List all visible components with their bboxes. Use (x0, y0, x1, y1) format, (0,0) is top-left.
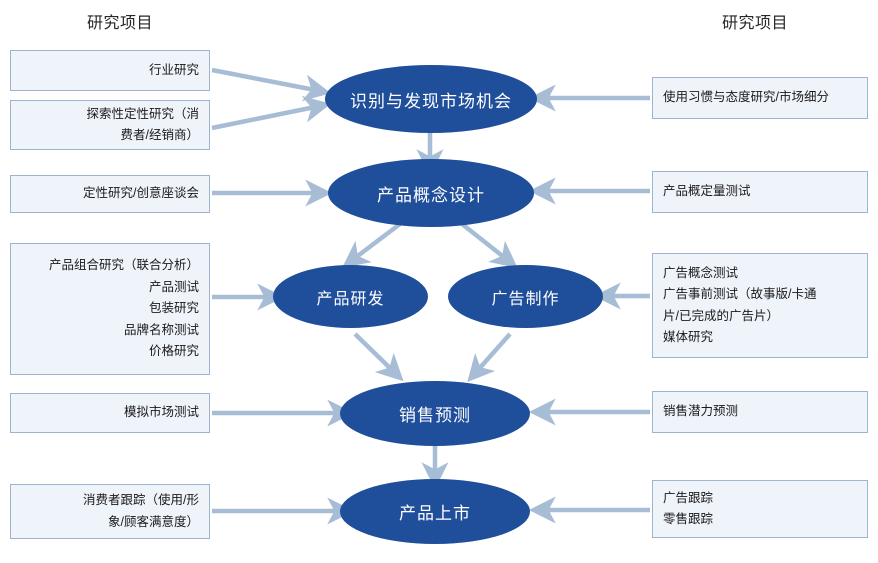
research-box-qualitative-focus-group[interactable]: 定性研究/创意座谈会 (10, 175, 210, 213)
research-box-ad-tests[interactable]: 广告概念测试 广告事前测试（故事版/卡通 片/已完成的广告片） 媒体研究 (652, 253, 868, 358)
research-box-line: 包装研究 (148, 301, 199, 316)
research-box-line: 产品概定量测试 (663, 184, 751, 199)
research-box-industry-research[interactable]: 行业研究 (10, 50, 210, 91)
research-box-line: 行业研究 (148, 62, 199, 77)
research-box-line: 销售潜力预测 (663, 404, 739, 419)
research-box-line: 探索性定性研究（消 (86, 106, 199, 121)
connector-industry-to-opportunity (211, 67, 331, 102)
research-box-line: 价格研究 (148, 344, 199, 359)
research-box-tracking[interactable]: 广告跟踪 零售跟踪 (652, 480, 868, 538)
research-box-usage-attitude[interactable]: 使用习惯与态度研究/市场细分 (652, 77, 868, 119)
connector-exploratory-to-opportunity (211, 95, 331, 131)
flow-node-label: 销售预测 (399, 406, 471, 425)
flow-node-launch[interactable]: 产品上市 (340, 479, 530, 544)
flow-node-label: 识别与发现市场机会 (350, 91, 512, 111)
connector-concept-to-ad (460, 222, 518, 269)
research-box-line: 广告事前测试（故事版/卡通 (663, 287, 817, 301)
flow-node-rnd[interactable]: 产品研发 (273, 265, 428, 328)
connector-rnd-to-forecast (353, 332, 404, 382)
flow-node-concept[interactable]: 产品概念设计 (328, 159, 534, 227)
research-box-line: 零售跟踪 (663, 512, 714, 526)
right-column-header: 研究项目 (721, 15, 788, 32)
left-column-header: 研究项目 (86, 15, 153, 32)
flow-node-opportunity[interactable]: 识别与发现市场机会 (325, 65, 537, 133)
research-box-consumer-tracking[interactable]: 消费者跟踪（使用/形 象/顾客满意度） (10, 484, 210, 539)
research-box-line: 模拟市场测试 (123, 405, 199, 420)
flow-node-label: 产品上市 (399, 504, 471, 523)
flow-node-label: 广告制作 (491, 290, 560, 308)
research-box-line: 费者/经销商） (120, 128, 199, 142)
research-box-line: 产品测试 (148, 279, 199, 294)
flow-node-label: 产品概念设计 (377, 185, 485, 205)
research-box-line: 使用习惯与态度研究/市场细分 (663, 90, 829, 105)
research-box-line: 象/顾客满意度） (108, 514, 199, 529)
research-box-sales-potential[interactable]: 销售潜力预测 (652, 391, 868, 433)
research-box-concept-quantitative[interactable]: 产品概定量测试 (652, 171, 868, 213)
connector-ad-to-forecast (467, 332, 512, 383)
flow-node-forecast[interactable]: 销售预测 (340, 381, 530, 446)
research-box-line: 片/已完成的广告片） (663, 308, 779, 323)
research-box-line: 媒体研究 (663, 330, 714, 344)
research-box-line: 定性研究/创意座谈会 (83, 186, 199, 201)
connector-concept-to-rnd (342, 222, 402, 268)
flow-node-label: 产品研发 (316, 290, 385, 308)
research-box-line: 广告跟踪 (663, 490, 714, 505)
flow-node-ad[interactable]: 广告制作 (448, 265, 603, 328)
research-box-line: 广告概念测试 (663, 265, 739, 280)
research-box-line: 消费者跟踪（使用/形 (83, 493, 199, 507)
research-box-line: 产品组合研究（联合分析） (48, 258, 199, 273)
research-box-product-portfolio[interactable]: 产品组合研究（联合分析） 产品测试 包装研究 品牌名称测试 价格研究 (10, 243, 210, 375)
research-box-simulated-market-test[interactable]: 模拟市场测试 (10, 393, 210, 433)
research-box-exploratory-qualitative[interactable]: 探索性定性研究（消 费者/经销商） (10, 100, 210, 150)
research-box-line: 品牌名称测试 (123, 322, 199, 337)
